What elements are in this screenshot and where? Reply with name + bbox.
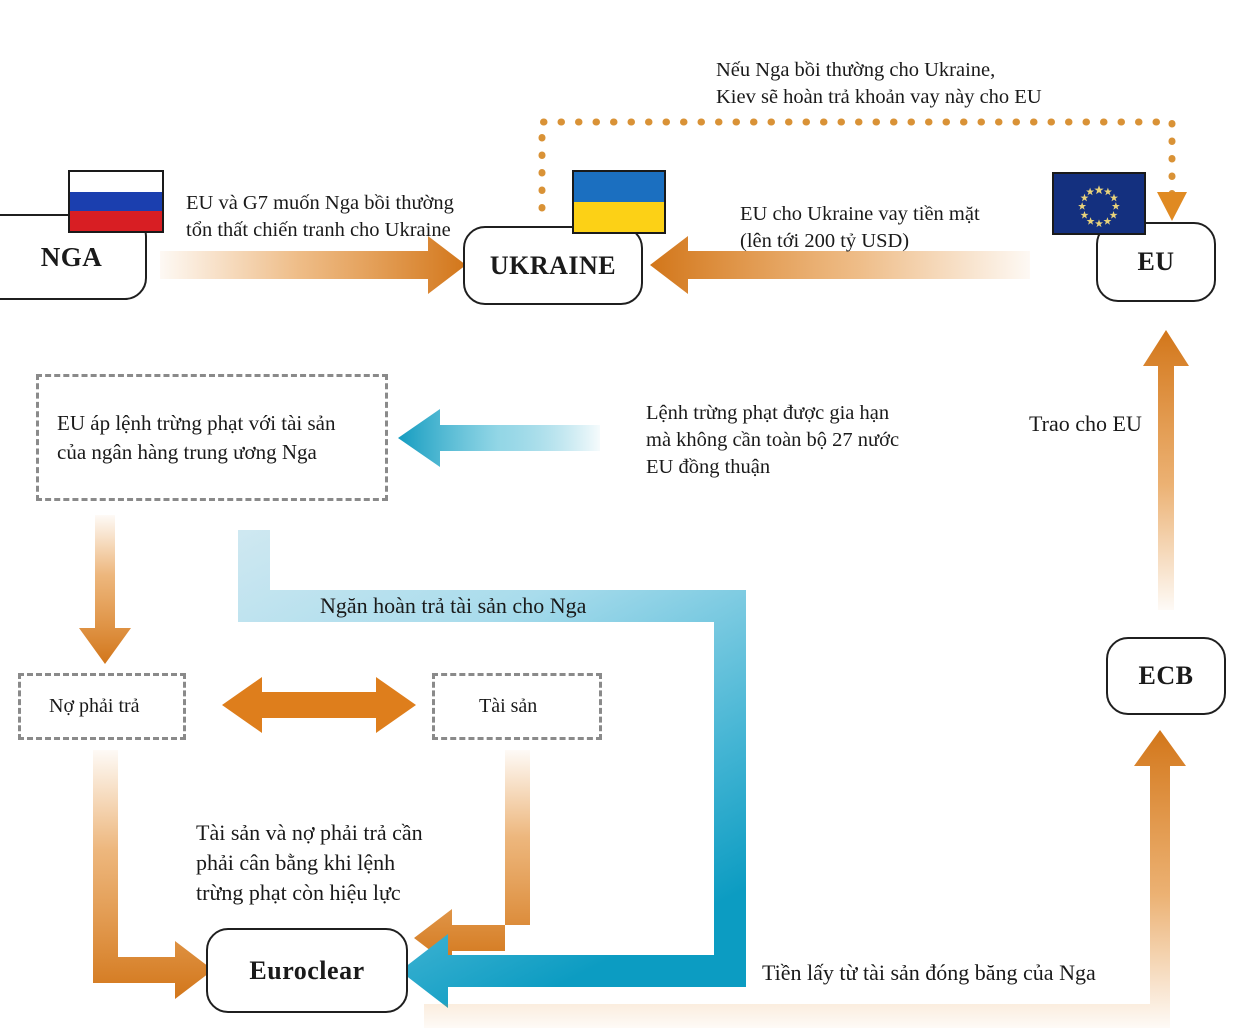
eu-flag	[1052, 172, 1146, 235]
node-ecb-label: ECB	[1138, 661, 1194, 690]
dashed-box-liabilities-text: Nợ phải trả	[49, 695, 140, 717]
dashed-box-assets-text: Tài sản	[479, 695, 538, 717]
russia-flag	[68, 170, 164, 233]
label-eu-loan-note: EU cho Ukraine vay tiền mặt (lên tới 200…	[740, 203, 980, 253]
node-eu-label: EU	[1137, 247, 1175, 276]
arrow-liabilities-to-euroclear	[93, 750, 213, 999]
arrow-sanctions-to-liabilities	[79, 515, 131, 664]
label-loan-repay-note: Nếu Nga bồi thường cho Ukraine, Kiev sẽ …	[716, 59, 1042, 109]
dashed-box-liabilities: Nợ phải trả	[18, 673, 186, 740]
arrow-sanctions-renewal	[398, 409, 600, 467]
dashed-box-sanctions-text: EU áp lệnh trừng phạt với tài sản của ng…	[57, 411, 336, 464]
node-euroclear-label: Euroclear	[249, 955, 365, 985]
arrow-eu-to-ukraine	[650, 236, 1030, 294]
label-block-return: Ngăn hoàn trả tài sản cho Nga	[320, 593, 587, 618]
label-hand-to-eu: Trao cho EU	[1029, 411, 1142, 436]
dashed-box-sanctions: EU áp lệnh trừng phạt với tài sản của ng…	[36, 374, 388, 501]
node-eu[interactable]: EU	[1096, 222, 1216, 302]
label-frozen-funds-note: Tiền lấy từ tài sản đóng băng của Nga	[762, 960, 1096, 985]
node-ecb[interactable]: ECB	[1106, 637, 1226, 715]
dotted-loan-repay-connector	[538, 118, 1187, 221]
arrow-assets-to-euroclear	[414, 750, 530, 967]
arrow-block-return-path	[238, 530, 746, 1008]
node-ukraine[interactable]: UKRAINE	[463, 226, 643, 305]
node-nga-label: NGA	[40, 241, 103, 272]
label-balance-note: Tài sản và nợ phải trả cần phải cân bằng…	[196, 820, 423, 905]
node-ukraine-label: UKRAINE	[489, 250, 617, 280]
arrow-ecb-to-eu	[1143, 330, 1189, 610]
arrow-liabilities-assets-balance	[222, 677, 416, 733]
arrow-nga-to-ukraine	[160, 236, 466, 294]
label-reparations-note: EU và G7 muốn Nga bồi thường tổn thất ch…	[186, 192, 454, 242]
label-sanctions-renewal: Lệnh trừng phạt được gia hạn mà không cầ…	[646, 402, 900, 479]
dashed-box-assets: Tài sản	[432, 673, 602, 740]
ukraine-flag	[572, 170, 666, 234]
node-euroclear[interactable]: Euroclear	[206, 928, 408, 1013]
